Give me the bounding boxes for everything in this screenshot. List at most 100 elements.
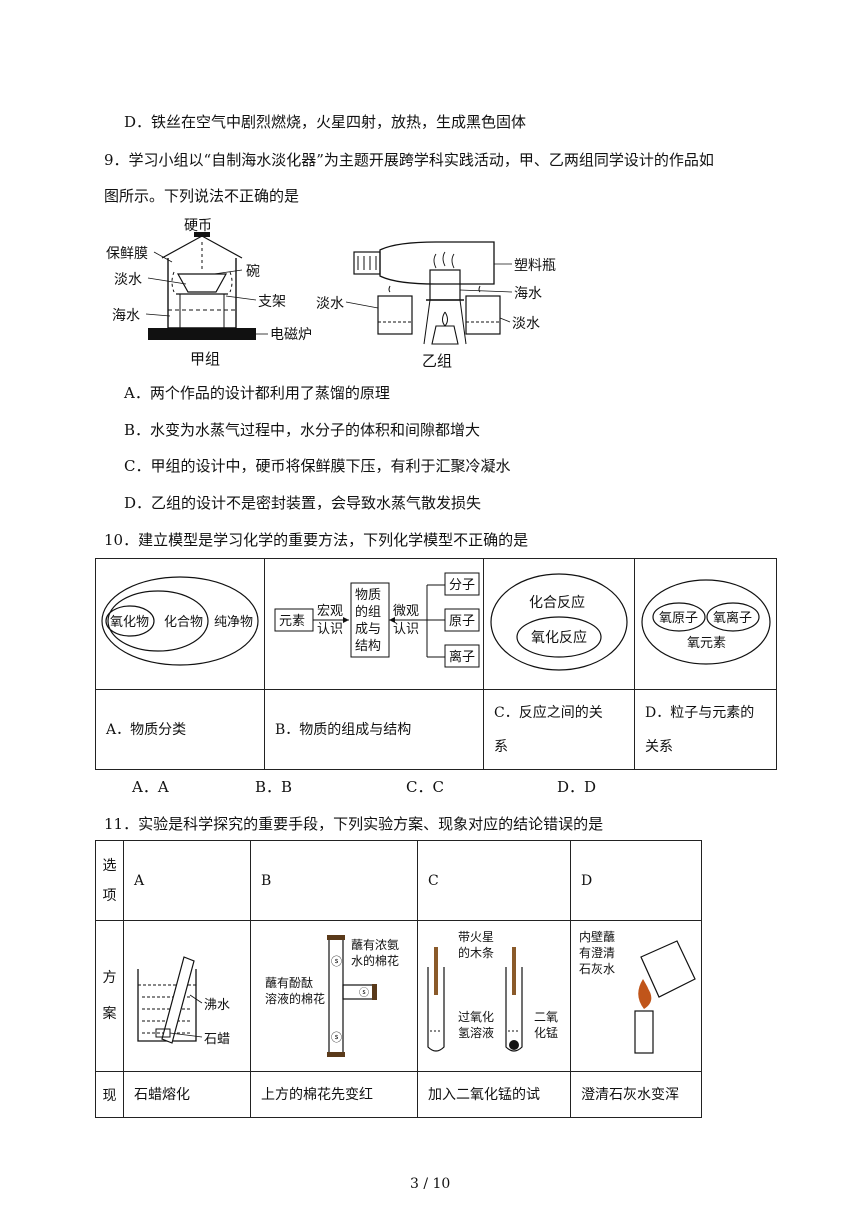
plan-a-cell: 沸水 石蜡 — [123, 920, 251, 1072]
header-c-cell: C — [417, 840, 571, 921]
q9-stem-line2: 图所示。下列说法不正确的是 — [104, 187, 300, 205]
q10-choice-b: B．B — [255, 778, 293, 796]
header-option-cell: 选 项 — [95, 840, 124, 921]
label-coin: 硬币 — [184, 218, 212, 234]
label-mno2-2: 化锰 — [534, 1025, 558, 1040]
header-option-1: 选 — [102, 857, 117, 874]
phenomenon-d-cell: 澄清石灰水变浑 — [570, 1071, 702, 1118]
q10-model-table: 氧化物 化合物 纯净物 元素 宏观 认识 物质 的组 成与 结构 微观 — [95, 558, 777, 770]
label-yi-seawater: 海水 — [514, 286, 542, 302]
label-oxygen-element: 氧元素 — [687, 636, 726, 651]
header-a-cell: A — [123, 840, 251, 921]
outer-ellipse — [490, 573, 628, 671]
caption-d-cell: D．粒子与元素的 关系 — [634, 689, 777, 770]
mno2 — [509, 1040, 519, 1050]
phenomenon-b-cell: 上方的棉花先变红 — [250, 1071, 418, 1118]
caption-c-cell: C．反应之间的关 系 — [483, 689, 635, 770]
phenomenon-b: 上方的棉花先变红 — [261, 1086, 373, 1103]
plan-d-cell: 内壁蘸 有澄清 石灰水 — [570, 920, 702, 1072]
label-atom: 原子 — [449, 614, 475, 629]
q8-option-d: D．铁丝在空气中剧烈燃烧，火星四射，放热，生成黑色固体 — [124, 113, 527, 131]
outer-ellipse — [101, 576, 259, 666]
splint-left — [434, 947, 438, 995]
q9-figure: 硬币 保鲜膜 淡水 碗 支架 海水 电磁炉 甲组 塑料瓶 海水 淡水 淡水 — [106, 218, 556, 370]
caption-d-line2: 关系 — [645, 738, 673, 755]
caption-jia: 甲组 — [190, 350, 220, 368]
page-number: 3 / 10 — [410, 1176, 451, 1192]
label-combination: 化合反应 — [529, 594, 585, 611]
q10-choice-c: C．C — [406, 778, 444, 796]
model-a-cell: 氧化物 化合物 纯净物 — [95, 558, 265, 690]
right-beaker — [465, 295, 501, 335]
svg-text:ⓢ: ⓢ — [359, 987, 369, 999]
header-a: A — [134, 872, 145, 889]
q9-option-c: C．甲组的设计中，硬币将保鲜膜下压，有利于汇聚冷凝水 — [124, 457, 511, 475]
label-center-3: 成与 — [355, 622, 381, 637]
header-b-cell: B — [250, 840, 418, 921]
caption-b-cell: B．物质的组成与结构 — [264, 689, 484, 770]
caption-b: B．物质的组成与结构 — [275, 721, 412, 738]
flame — [638, 979, 652, 1009]
box-molecule — [444, 572, 480, 596]
figure-yi: 塑料瓶 海水 淡水 淡水 乙组 — [316, 241, 556, 370]
label-yi-fresh-right: 淡水 — [512, 316, 540, 332]
label-oxygen-ion: 氧离子 — [713, 610, 752, 626]
phenomenon-label-cell: 现 — [95, 1071, 124, 1118]
caption-c-line1: C．反应之间的关 — [494, 704, 603, 721]
ion-ellipse — [706, 602, 760, 632]
label-oxide: 氧化物 — [110, 615, 149, 630]
caption-c-line2: 系 — [494, 738, 508, 755]
label-oxidation: 氧化反应 — [531, 629, 587, 646]
container — [167, 258, 237, 329]
label-macro-1: 宏观 — [317, 604, 343, 619]
label-peroxide-1: 过氧化 — [458, 1010, 494, 1024]
bowl — [176, 273, 228, 293]
box-ion — [444, 644, 480, 668]
label-micro-2: 认识 — [393, 622, 419, 637]
q10-choice-a: A．A — [132, 778, 169, 796]
label-macro-2: 认识 — [317, 622, 343, 637]
header-d-cell: D — [570, 840, 702, 921]
label-center-2: 的组 — [355, 604, 381, 620]
q10-choice-d: D．D — [557, 778, 597, 796]
header-c: C — [428, 872, 439, 889]
label-cooker: 电磁炉 — [270, 327, 312, 343]
label-splint-1: 带火星 — [458, 930, 494, 944]
label-center-1: 物质 — [355, 588, 381, 603]
plan-label-2: 案 — [102, 1006, 117, 1022]
box-atom — [444, 608, 480, 632]
bottle-cap — [353, 251, 381, 275]
label-ammonia-1: 蘸有浓氨 — [351, 938, 399, 952]
label-phenol-1: 蘸有酚酞 — [265, 975, 313, 990]
phenomenon-label: 现 — [102, 1087, 117, 1104]
q11-stem: 11．实验是科学探究的重要手段，下列实验方案、现象对应的结论错误的是 — [104, 815, 604, 833]
header-d: D — [581, 872, 593, 889]
label-lime-1: 内壁蘸 — [579, 929, 615, 944]
label-stand: 支架 — [258, 294, 286, 310]
splint-right — [512, 947, 516, 995]
header-option-2: 项 — [102, 887, 117, 904]
caption-a-cell: A．物质分类 — [95, 689, 265, 770]
label-compound: 化合物 — [164, 615, 203, 630]
header-b: B — [261, 872, 272, 889]
figure-jia: 硬币 保鲜膜 淡水 碗 支架 海水 电磁炉 甲组 — [106, 218, 312, 368]
outer-ellipse — [641, 579, 771, 665]
induction-cooker — [148, 328, 256, 340]
label-lime-3: 石灰水 — [579, 962, 615, 976]
seawater-beaker — [429, 269, 461, 301]
label-seawater: 海水 — [112, 308, 140, 324]
phenomenon-d: 澄清石灰水变浑 — [581, 1086, 679, 1103]
q9-stem-line1: 9．学习小组以“自制海水淡化器”为主题开展跨学科实践活动，甲、乙两组同学设计的作… — [104, 151, 714, 169]
caption-d-line1: D．粒子与元素的 — [645, 704, 755, 721]
atom-ellipse — [652, 602, 706, 632]
inner-ellipse — [105, 605, 155, 637]
label-element: 元素 — [279, 614, 305, 629]
label-micro-1: 微观 — [393, 604, 419, 619]
middle-ellipse — [107, 590, 209, 652]
tube-left — [427, 967, 445, 1052]
phenomenon-c-cell: 加入二氧化锰的试 — [417, 1071, 571, 1118]
label-boiling-water: 沸水 — [204, 998, 230, 1013]
model-c-cell: 化合反应 氧化反应 — [483, 558, 635, 690]
label-ammonia-2: 水的棉花 — [351, 953, 399, 968]
label-film: 保鲜膜 — [106, 246, 148, 262]
